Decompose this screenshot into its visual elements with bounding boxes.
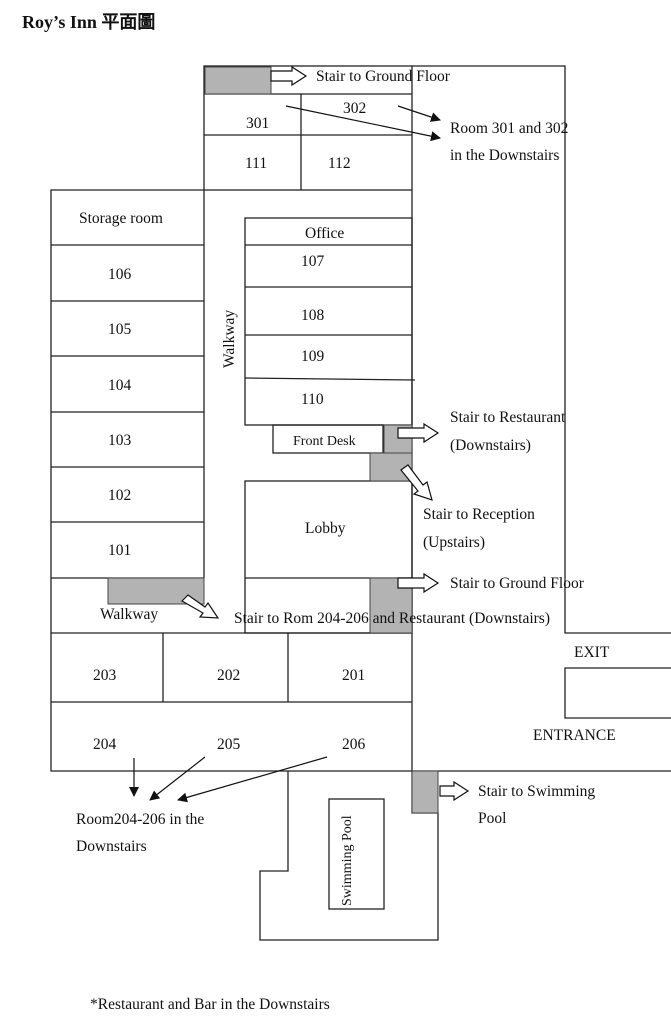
storage-room: Storage room (79, 210, 163, 227)
stair-204-206-label: Stair to Rom 204-206 and Restaurant (Dow… (234, 610, 550, 627)
room-103: 103 (108, 432, 132, 449)
room-204-206-line2: Downstairs (76, 838, 147, 855)
stair-ground-top-label: Stair to Ground Floor (316, 68, 451, 85)
front-desk: Front Desk (293, 434, 356, 449)
page-title: Roy’s Inn 平面圖 (22, 12, 156, 32)
swimming-pool: Swimming Pool (340, 815, 355, 906)
room-302: 302 (343, 100, 366, 117)
block-arrows (181, 65, 470, 802)
stair-top (204, 66, 272, 95)
room-107: 107 (301, 253, 325, 270)
room-112: 112 (328, 155, 351, 172)
room-204: 204 (93, 736, 117, 753)
entrance-label: ENTRANCE (533, 727, 616, 744)
arrow-walkway (181, 594, 220, 619)
room-102: 102 (108, 487, 131, 504)
walkway-horizontal: Walkway (100, 606, 158, 623)
arrow-pool (439, 780, 470, 802)
room-201: 201 (342, 667, 365, 684)
stair-ground-mid-label: Stair to Ground Floor (450, 575, 585, 592)
walkway-vertical: Walkway (221, 310, 238, 368)
stair-pool (411, 770, 439, 814)
stair-pool-line1: Stair to Swimming (478, 783, 595, 800)
stair-restaurant-line2: (Downstairs) (450, 437, 531, 454)
stair-restaurant-line1: Stair to Restaurant (450, 409, 566, 426)
room-104: 104 (108, 377, 132, 394)
arrow-top (270, 65, 308, 87)
office: Office (305, 225, 344, 242)
room-110: 110 (301, 391, 324, 408)
room-111: 111 (245, 155, 267, 172)
room-206: 206 (342, 736, 366, 753)
stair-reception-line1: Stair to Reception (423, 506, 535, 523)
room-301-302-line2: in the Downstairs (450, 147, 559, 164)
room-106: 106 (108, 266, 132, 283)
arrow-ground-mid (397, 572, 440, 594)
room-204-206-line1: Room204-206 in the (76, 811, 204, 828)
room-202: 202 (217, 667, 240, 684)
annotations: Walkway Walkway Stair to Ground Floor Ro… (76, 68, 616, 1013)
room-101: 101 (108, 542, 131, 559)
outer-walls (50, 65, 671, 941)
stair-pool-line2: Pool (478, 810, 506, 827)
room-301: 301 (246, 115, 269, 132)
room-108: 108 (301, 307, 325, 324)
stair-reception-line2: (Upstairs) (423, 534, 485, 551)
room-109: 109 (301, 348, 325, 365)
room-labels: 301 302 111 112 Storage room Office 107 … (79, 100, 366, 906)
footnote: *Restaurant and Bar in the Downstairs (90, 996, 330, 1013)
exit-label: EXIT (574, 644, 610, 661)
room-205: 205 (217, 736, 241, 753)
room-105: 105 (108, 321, 132, 338)
arrow-reception (400, 464, 433, 501)
room-301-302-line1: Room 301 and 302 (450, 120, 568, 137)
room-203: 203 (93, 667, 117, 684)
lobby: Lobby (305, 520, 346, 537)
line-arrows (129, 105, 441, 803)
arrow-restaurant (397, 422, 440, 444)
